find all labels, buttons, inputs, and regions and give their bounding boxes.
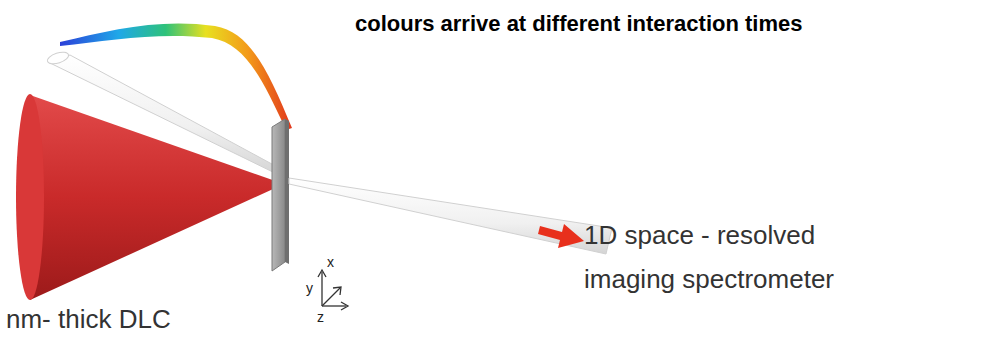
axis-label: y: [306, 280, 326, 296]
dlc-foil-edge: [285, 119, 289, 264]
caption-note: colours arrive at different interaction …: [355, 10, 915, 38]
detector-label: 1D space - resolved imaging spectrometer: [584, 213, 846, 301]
pump-cone: [30, 95, 284, 300]
probe-beam-end: [46, 50, 70, 66]
sample-label: nm- thick DLC: [6, 302, 266, 336]
axis-label: z: [317, 309, 337, 325]
dlc-foil: [272, 119, 285, 271]
pump-cone-base: [16, 94, 44, 300]
axes-icon: [318, 270, 348, 310]
transmitted-beam: [289, 178, 612, 254]
red-arrow: [538, 224, 584, 248]
axis-label: x: [327, 254, 347, 270]
